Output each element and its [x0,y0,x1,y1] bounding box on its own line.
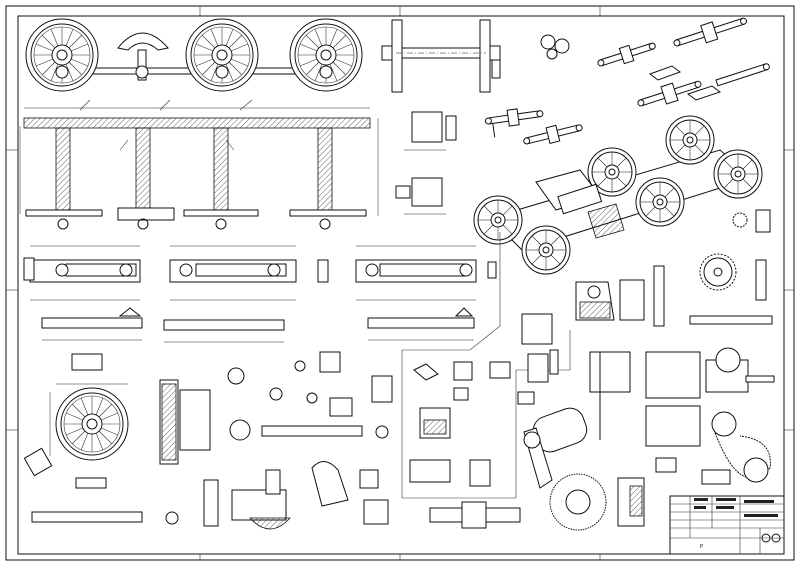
small-symbol [540,34,570,60]
motor-assemblies [523,347,775,489]
detail-views-center [395,111,457,215]
bogie-isometric [473,115,763,275]
misc-details [31,351,731,531]
sheet-label: P [700,544,703,550]
sectional-views-row [19,99,379,230]
brake-rigging-iso [484,17,770,145]
small-parts [517,313,559,405]
frame-top-views [23,245,497,343]
wheelset-side-view [25,18,363,92]
axle-front-view [381,19,501,93]
border-ticks [6,6,794,560]
title-block: P [669,495,785,555]
inner-border [17,15,785,555]
zone-boundary [401,232,516,499]
bracket-and-sprocket [575,209,773,327]
wheel-front-view [23,379,211,489]
